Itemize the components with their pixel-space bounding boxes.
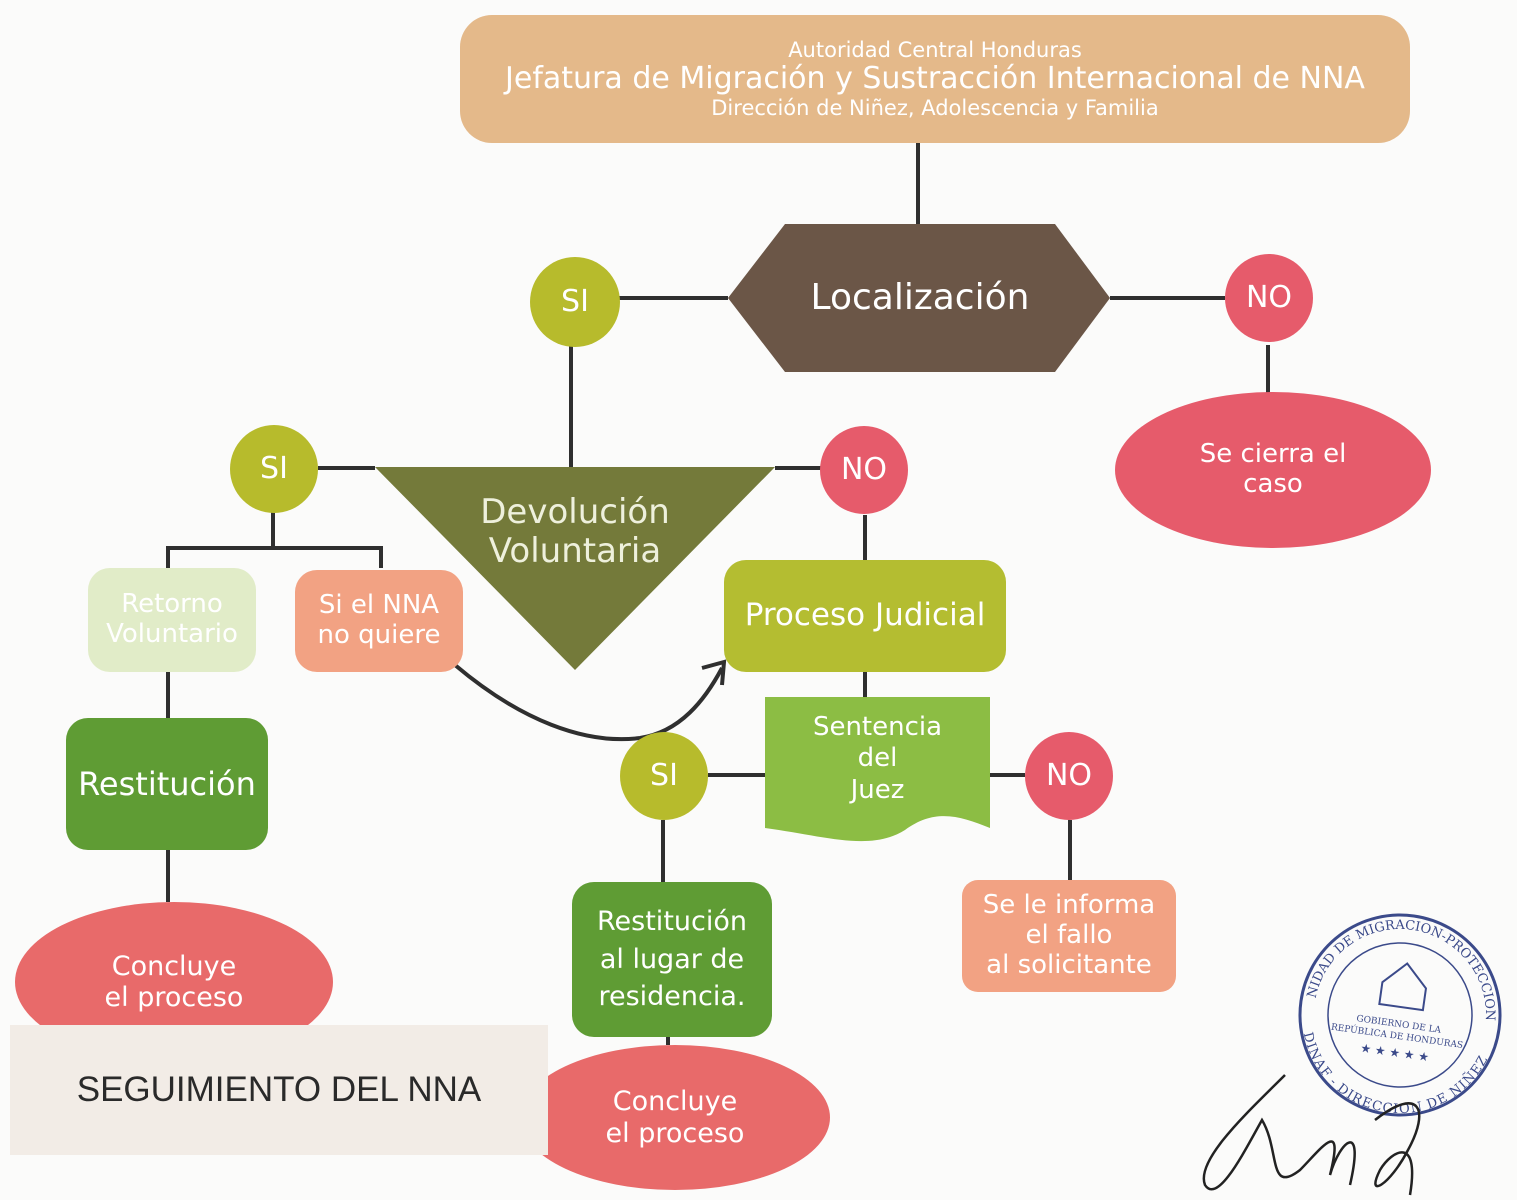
localizacion-label: Localización <box>810 277 1030 319</box>
header-box: Autoridad Central Honduras Jefatura de M… <box>460 15 1410 143</box>
informa-fallo-box: Se le informa el fallo al solicitante <box>962 880 1176 992</box>
retorno-line-2: Voluntario <box>106 619 238 649</box>
informa-line-1: Se le informa <box>982 890 1156 921</box>
no-circle-1: NO <box>1225 254 1313 342</box>
restitucion-box: Restitución <box>66 718 268 850</box>
devolucion-line-2: Voluntaria <box>488 531 662 571</box>
devolucion-line-1: Devolución <box>480 491 670 532</box>
restitucion-lugar-line-3: residencia. <box>598 981 746 1013</box>
signature <box>1202 1074 1421 1196</box>
se-cierra-line-1: Se cierra el <box>1199 439 1347 470</box>
sentencia-line-2: del <box>857 743 898 774</box>
devolucion-triangle <box>375 467 775 670</box>
retorno-line-1: Retorno <box>121 589 223 620</box>
connector-lines <box>166 143 1270 1045</box>
sentencia-label: Sentencia del Juez <box>775 705 980 813</box>
si-nna-line-1: Si el NNA <box>318 590 440 621</box>
si-nna-no-quiere-box: Si el NNA no quiere <box>295 570 463 672</box>
header-line-2: Jefatura de Migración y Sustracción Inte… <box>505 60 1365 96</box>
si-nna-line-2: no quiere <box>317 620 441 650</box>
concluye-b-line-1: Concluye <box>612 1086 738 1118</box>
concluye-line-1: Concluye <box>111 950 237 982</box>
se-cierra-line-2: caso <box>1243 469 1303 499</box>
sentencia-line-1: Sentencia <box>812 712 943 743</box>
seguimiento-banner: SEGUIMIENTO DEL NNA <box>10 1025 548 1155</box>
si-circle-2: SI <box>230 425 318 513</box>
sentencia-line-3: Juez <box>850 774 905 805</box>
official-seal: UNIDAD DE MIGRACION-PROTECCION Y DINAF -… <box>1290 905 1509 1129</box>
localizacion-hexagon <box>728 224 1110 372</box>
informa-line-2: el fallo <box>1025 920 1113 951</box>
retorno-voluntario-box: Retorno Voluntario <box>88 568 256 672</box>
si-circle-3: SI <box>620 732 708 820</box>
se-cierra-caso-ellipse: Se cierra el caso <box>1115 392 1431 548</box>
svg-text:UNIDAD DE MIGRACION-PROTECCION: UNIDAD DE MIGRACION-PROTECCION Y <box>1303 905 1509 1032</box>
concluye-b-line-2: el proceso <box>605 1117 745 1149</box>
no-circle-2: NO <box>820 426 908 514</box>
header-line-3: Dirección de Niñez, Adolescencia y Famil… <box>711 96 1159 121</box>
informa-line-3: al solicitante <box>986 949 1152 980</box>
devolucion-label: Devolución Voluntaria <box>425 482 725 582</box>
si-circle-1: SI <box>530 257 620 347</box>
sentencia-document-shape <box>765 697 990 842</box>
proceso-judicial-box: Proceso Judicial <box>724 560 1006 672</box>
header-line-1: Autoridad Central Honduras <box>788 37 1082 62</box>
restitucion-lugar-box: Restitución al lugar de residencia. <box>572 882 772 1037</box>
no-circle-3: NO <box>1025 732 1113 820</box>
restitucion-lugar-line-2: al lugar de <box>599 943 745 975</box>
restitucion-lugar-line-1: Restitución <box>597 905 747 937</box>
concluye-line-2: el proceso <box>104 982 244 1013</box>
concluye-proceso-ellipse-2: Concluye el proceso <box>520 1045 830 1190</box>
